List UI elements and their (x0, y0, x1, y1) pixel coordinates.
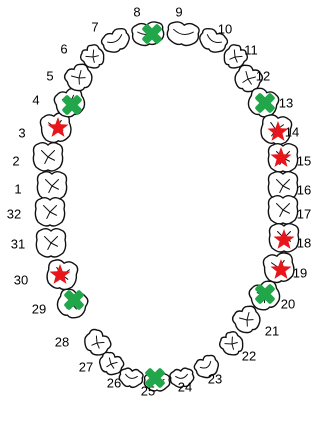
tooth-number-29: 29 (32, 301, 46, 316)
tooth-number-20: 20 (281, 296, 295, 311)
tooth-number-31: 31 (11, 236, 25, 251)
tooth-number-8: 8 (133, 4, 140, 19)
tooth-number-2: 2 (12, 153, 19, 168)
tooth-number-28: 28 (55, 334, 69, 349)
tooth-32 (35, 198, 64, 226)
tooth-number-12: 12 (256, 68, 270, 83)
tooth-17 (268, 196, 297, 224)
tooth-number-3: 3 (18, 125, 25, 140)
tooth-number-17: 17 (297, 206, 311, 221)
tooth-2 (33, 143, 62, 171)
tooth-1 (37, 172, 66, 200)
tooth-number-10: 10 (218, 21, 232, 36)
tooth-number-32: 32 (7, 206, 21, 221)
tooth-number-24: 24 (178, 379, 192, 394)
tooth-7 (99, 26, 133, 57)
tooth-number-1: 1 (14, 181, 21, 196)
tooth-number-9: 9 (175, 4, 182, 19)
tooth-number-11: 11 (244, 42, 258, 57)
tooth-number-30: 30 (14, 272, 28, 287)
tooth-number-18: 18 (297, 235, 311, 250)
tooth-number-5: 5 (46, 68, 53, 83)
tooth-9 (166, 21, 200, 47)
tooth-number-4: 4 (32, 92, 39, 107)
tooth-number-6: 6 (60, 41, 67, 56)
tooth-number-23: 23 (208, 371, 222, 386)
tooth-number-16: 16 (297, 182, 311, 197)
tooth-16 (268, 172, 297, 200)
tooth-number-22: 22 (242, 348, 256, 363)
tooth-number-27: 27 (79, 359, 93, 374)
tooth-31 (36, 229, 65, 257)
tooth-number-13: 13 (279, 95, 293, 110)
tooth-number-19: 19 (293, 265, 307, 280)
tooth-number-26: 26 (107, 375, 121, 390)
tooth-number-14: 14 (285, 124, 299, 139)
tooth-number-21: 21 (265, 323, 279, 338)
tooth-number-7: 7 (91, 19, 98, 34)
tooth-number-15: 15 (297, 153, 311, 168)
